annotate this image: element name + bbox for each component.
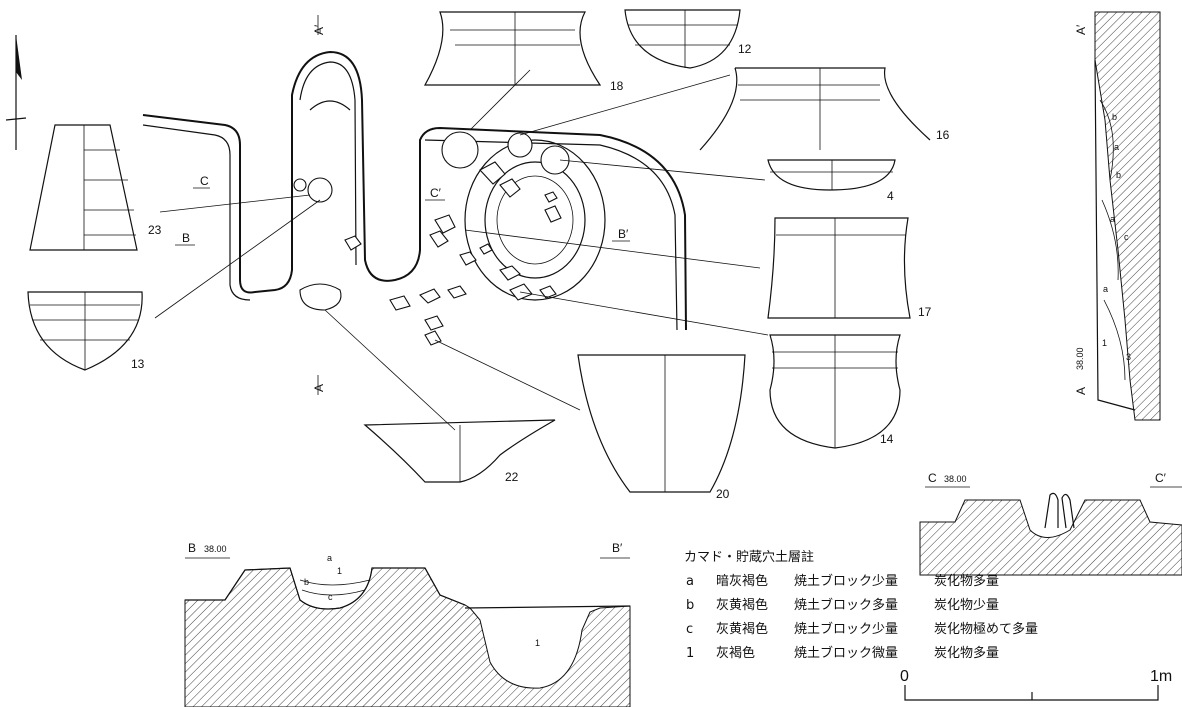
legend-code: a: [686, 574, 694, 589]
elevation-c: 38.00: [944, 474, 967, 484]
marker-b-profile: B: [188, 541, 196, 555]
marker-a-prime-top: A′: [312, 24, 326, 35]
legend-color: 暗灰褐色: [716, 574, 769, 589]
section-b-profile: B 38.00 B′ a b c 1 1: [184, 541, 631, 707]
pottery-drawings: [27, 9, 931, 493]
layer-letter: a: [1114, 142, 1119, 152]
marker-b-prime: B′: [618, 227, 629, 241]
pottery-number: 18: [610, 79, 624, 93]
marker-a-prime-profile: A′: [1074, 24, 1088, 35]
layer-letter: a: [1103, 284, 1108, 294]
pottery-number: 20: [716, 487, 730, 501]
layer-letter: c: [1124, 232, 1129, 242]
legend-charcoal: 炭化物多量: [934, 574, 1000, 589]
legend-color: 灰黄褐色: [716, 598, 769, 613]
marker-b: B: [182, 231, 190, 245]
legend-code: b: [686, 598, 695, 613]
legend-row: a 暗灰褐色 焼土ブロック少量 炭化物多量: [684, 570, 1084, 594]
pottery-numbers: 23 13 18 12 16 4 17 14 22 20: [131, 42, 950, 501]
legend-burnt-soil: 焼土ブロック少量: [794, 574, 899, 589]
legend-burnt-soil: 焼土ブロック多量: [794, 598, 899, 613]
layer-letter: 1: [337, 566, 342, 576]
marker-b-prime-profile: B′: [612, 541, 623, 555]
kamado-plan: [142, 50, 687, 346]
legend-row: c 灰黄褐色 焼土ブロック少量 炭化物極めて多量: [684, 618, 1084, 642]
plan-section-markers: A′ A C B C′ B′: [175, 15, 630, 395]
layer-letter: 1: [1102, 338, 1107, 348]
marker-a-bottom: A: [312, 384, 326, 392]
elevation-b: 38.00: [204, 544, 227, 554]
north-arrow: [5, 35, 27, 150]
scale-bar: [904, 685, 1159, 701]
legend-color: 灰褐色: [716, 646, 756, 661]
pottery-number: 16: [936, 128, 950, 142]
layer-letter: a: [327, 553, 332, 563]
soil-layer-legend: カマド・貯蔵穴土層註 a 暗灰褐色 焼土ブロック少量 炭化物多量 b 灰黄褐色 …: [684, 546, 1084, 666]
layer-letter: 3: [1126, 352, 1131, 362]
legend-row: b 灰黄褐色 焼土ブロック多量 炭化物少量: [684, 594, 1084, 618]
legend-row: 1 灰褐色 焼土ブロック微量 炭化物多量: [684, 642, 1084, 666]
legend-charcoal: 炭化物多量: [934, 646, 1000, 661]
pottery-number: 12: [738, 42, 752, 56]
layer-letter: b: [304, 577, 309, 587]
legend-charcoal: 炭化物少量: [934, 598, 1000, 613]
legend-title: カマド・貯蔵穴土層註: [684, 550, 815, 565]
layer-letter: b: [1112, 112, 1117, 122]
legend-color: 灰黄褐色: [716, 622, 769, 637]
pottery-number: 23: [148, 223, 162, 237]
pottery-number: 14: [880, 432, 894, 446]
layer-letter: c: [328, 592, 333, 602]
marker-a-profile: A: [1074, 387, 1088, 395]
legend-code: c: [686, 622, 694, 637]
pottery-number: 4: [887, 189, 894, 203]
legend-burnt-soil: 焼土ブロック少量: [794, 622, 899, 637]
pottery-number: 13: [131, 357, 145, 371]
marker-c-profile: C: [928, 471, 937, 485]
legend-charcoal: 炭化物極めて多量: [934, 622, 1039, 637]
marker-c-prime-profile: C′: [1155, 471, 1167, 485]
layer-letter: 1: [535, 638, 540, 648]
section-c-profile: C 38.00 C′: [919, 471, 1182, 576]
layer-letter: b: [1116, 170, 1121, 180]
legend-code: 1: [686, 646, 695, 661]
layer-letter: a: [1110, 214, 1115, 224]
marker-c-prime: C′: [430, 186, 442, 200]
marker-c: C: [200, 174, 209, 188]
scale-label-one: 1m: [1150, 668, 1173, 685]
scale-label-zero: 0: [900, 668, 909, 685]
pottery-number: 17: [918, 305, 932, 319]
legend-burnt-soil: 焼土ブロック微量: [794, 646, 899, 661]
elevation-a: 38.00: [1075, 347, 1085, 370]
pottery-number: 22: [505, 470, 519, 484]
leader-lines: [154, 69, 769, 431]
section-a-profile: A′ A 38.00 b a b a c a 1 3: [1074, 11, 1161, 421]
